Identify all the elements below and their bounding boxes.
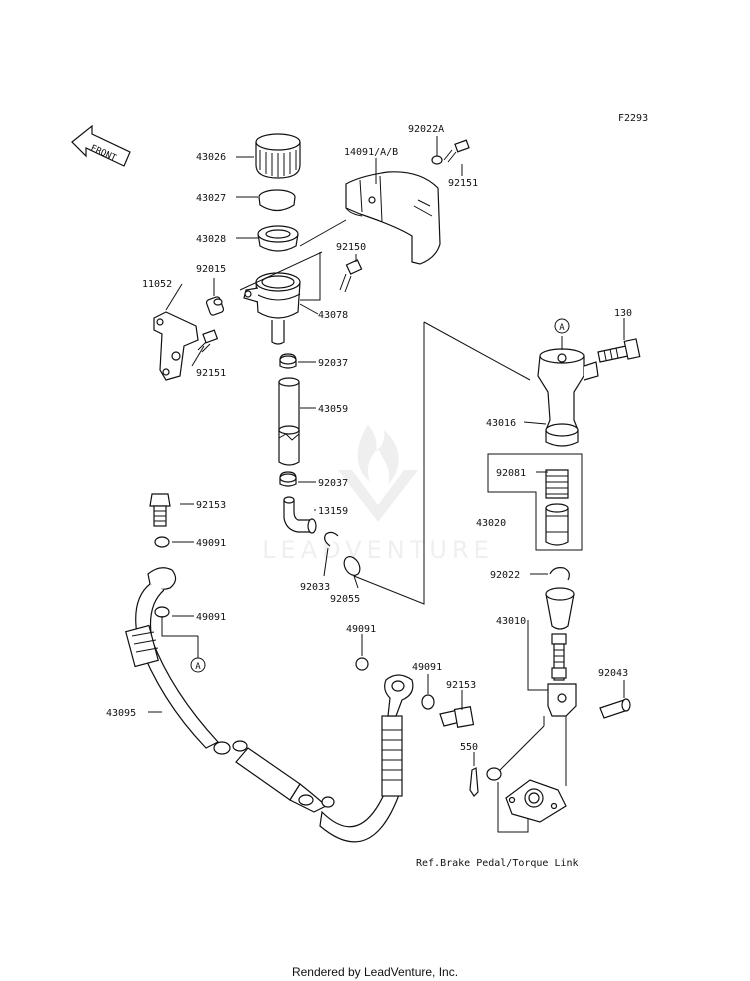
label-92081: 92081 bbox=[496, 468, 526, 479]
leader-lines bbox=[148, 136, 625, 833]
hose-clamp-upper-part bbox=[279, 353, 297, 369]
callout-a-hose: A bbox=[190, 657, 206, 673]
label-49091-d: 49091 bbox=[412, 662, 442, 673]
label-43027: 43027 bbox=[196, 193, 226, 204]
callout-a-cylinder-text: A bbox=[559, 323, 565, 333]
circlip-92022-part bbox=[549, 567, 570, 581]
washer-49091-b-part bbox=[154, 606, 170, 618]
label-43059: 43059 bbox=[318, 404, 348, 415]
label-13159: 13159 bbox=[318, 506, 348, 517]
label-11052: 11052 bbox=[142, 279, 172, 290]
banjo-bolt-right-part bbox=[439, 706, 475, 728]
brake-hose-part bbox=[125, 567, 414, 843]
callout-a-cylinder: A bbox=[554, 318, 570, 334]
label-92153-right: 92153 bbox=[446, 680, 476, 691]
hose-clamp-lower-part bbox=[279, 471, 297, 487]
label-49091-a: 49091 bbox=[196, 538, 226, 549]
reference-note: Ref.Brake Pedal/Torque Link bbox=[416, 858, 579, 869]
reservoir-cap-part bbox=[255, 133, 301, 179]
pin-part bbox=[599, 698, 631, 719]
push-rod-part bbox=[545, 587, 577, 717]
reservoir-body-part bbox=[243, 272, 301, 345]
label-49091-c: 49091 bbox=[346, 624, 376, 635]
washer-49091-a-part bbox=[154, 536, 170, 548]
washer-49091-d-part bbox=[421, 694, 435, 710]
ref-washer-part bbox=[486, 767, 502, 781]
label-43026: 43026 bbox=[196, 152, 226, 163]
bolt-92151-upper-part bbox=[443, 139, 470, 163]
front-arrow-icon: FRONT bbox=[71, 124, 131, 167]
label-43020: 43020 bbox=[476, 518, 506, 529]
label-43016: 43016 bbox=[486, 418, 516, 429]
torque-link-part bbox=[505, 779, 567, 823]
footer-credit: Rendered by LeadVenture, Inc. bbox=[292, 965, 458, 979]
piston-part bbox=[545, 503, 569, 546]
bolt-92150-part bbox=[339, 259, 363, 293]
label-92037-lower: 92037 bbox=[318, 478, 348, 489]
flame-logo-icon bbox=[357, 425, 399, 484]
label-92150: 92150 bbox=[336, 242, 366, 253]
label-92015: 92015 bbox=[196, 264, 226, 275]
washer-92022a-part bbox=[431, 155, 443, 165]
label-92055: 92055 bbox=[330, 594, 360, 605]
label-92022a: 92022A bbox=[408, 124, 444, 135]
circlip-part bbox=[324, 531, 339, 547]
label-14091: 14091/A/B bbox=[344, 147, 398, 158]
bolt-130-part bbox=[597, 338, 641, 363]
reservoir-hose-part bbox=[278, 377, 300, 466]
elbow-fitting-part bbox=[283, 496, 317, 534]
master-cylinder-body-part bbox=[537, 348, 599, 447]
diaphragm-plate-part bbox=[258, 189, 296, 212]
leadventure-watermark: LEADVENTURE bbox=[262, 425, 494, 564]
label-43028: 43028 bbox=[196, 234, 226, 245]
label-550: 550 bbox=[460, 742, 478, 753]
v-mark-icon bbox=[338, 470, 418, 522]
label-92151-upper: 92151 bbox=[448, 178, 478, 189]
diagram-code: F2293 bbox=[618, 113, 648, 124]
label-43095: 43095 bbox=[106, 708, 136, 719]
o-ring-part bbox=[343, 556, 361, 576]
spring-part bbox=[545, 469, 569, 499]
banjo-bolt-left-part bbox=[149, 493, 171, 527]
watermark-text: LEADVENTURE bbox=[262, 536, 494, 564]
callout-a-hose-text: A bbox=[195, 662, 201, 672]
collar-part bbox=[205, 296, 225, 316]
bolt-92151-lower-part bbox=[197, 329, 219, 353]
label-130: 130 bbox=[614, 308, 632, 319]
label-92033: 92033 bbox=[300, 582, 330, 593]
label-92151-lower: 92151 bbox=[196, 368, 226, 379]
label-43078: 43078 bbox=[318, 310, 348, 321]
cotter-pin-part bbox=[469, 767, 479, 797]
label-92037-upper: 92037 bbox=[318, 358, 348, 369]
label-92153-left: 92153 bbox=[196, 500, 226, 511]
label-92022: 92022 bbox=[490, 570, 520, 581]
label-49091-b: 49091 bbox=[196, 612, 226, 623]
part-labels: 43026 43027 43028 14091/A/B 92022A 92151… bbox=[106, 124, 632, 753]
bracket-part bbox=[153, 311, 199, 381]
diaphragm-part bbox=[257, 225, 299, 252]
washer-49091-c-part bbox=[355, 657, 369, 671]
reservoir-cover-part bbox=[345, 171, 441, 265]
label-92043: 92043 bbox=[598, 668, 628, 679]
label-43010: 43010 bbox=[496, 616, 526, 627]
